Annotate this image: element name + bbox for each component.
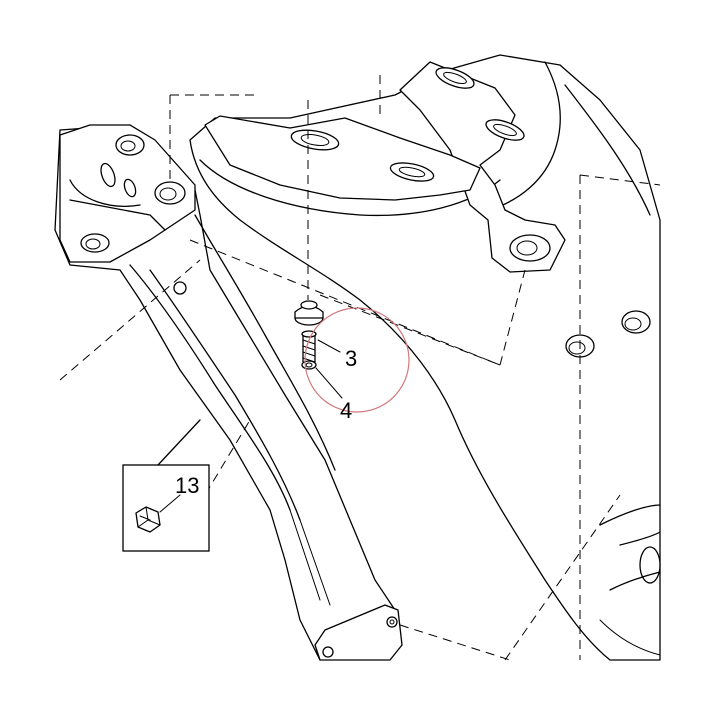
part-4-washer [301,360,317,370]
support-plate [204,115,481,201]
mounting-bracket [399,61,566,273]
dashed-leader-lines [59,75,661,661]
callout-13: 13 [175,473,199,498]
part-13-clip-nut [135,506,161,533]
inset-leader [157,419,201,466]
highlight-circle [304,307,410,413]
part-3-bolt [294,300,324,363]
lower-right-component [599,504,661,591]
mount-pad [59,124,196,295]
leader-line-4 [315,367,343,399]
callout-3: 3 [345,346,357,371]
detail-inset-box: 13 [122,419,210,552]
leader-line-3 [317,339,341,353]
arm-end-bracket [314,604,403,661]
callout-4: 4 [340,398,352,423]
